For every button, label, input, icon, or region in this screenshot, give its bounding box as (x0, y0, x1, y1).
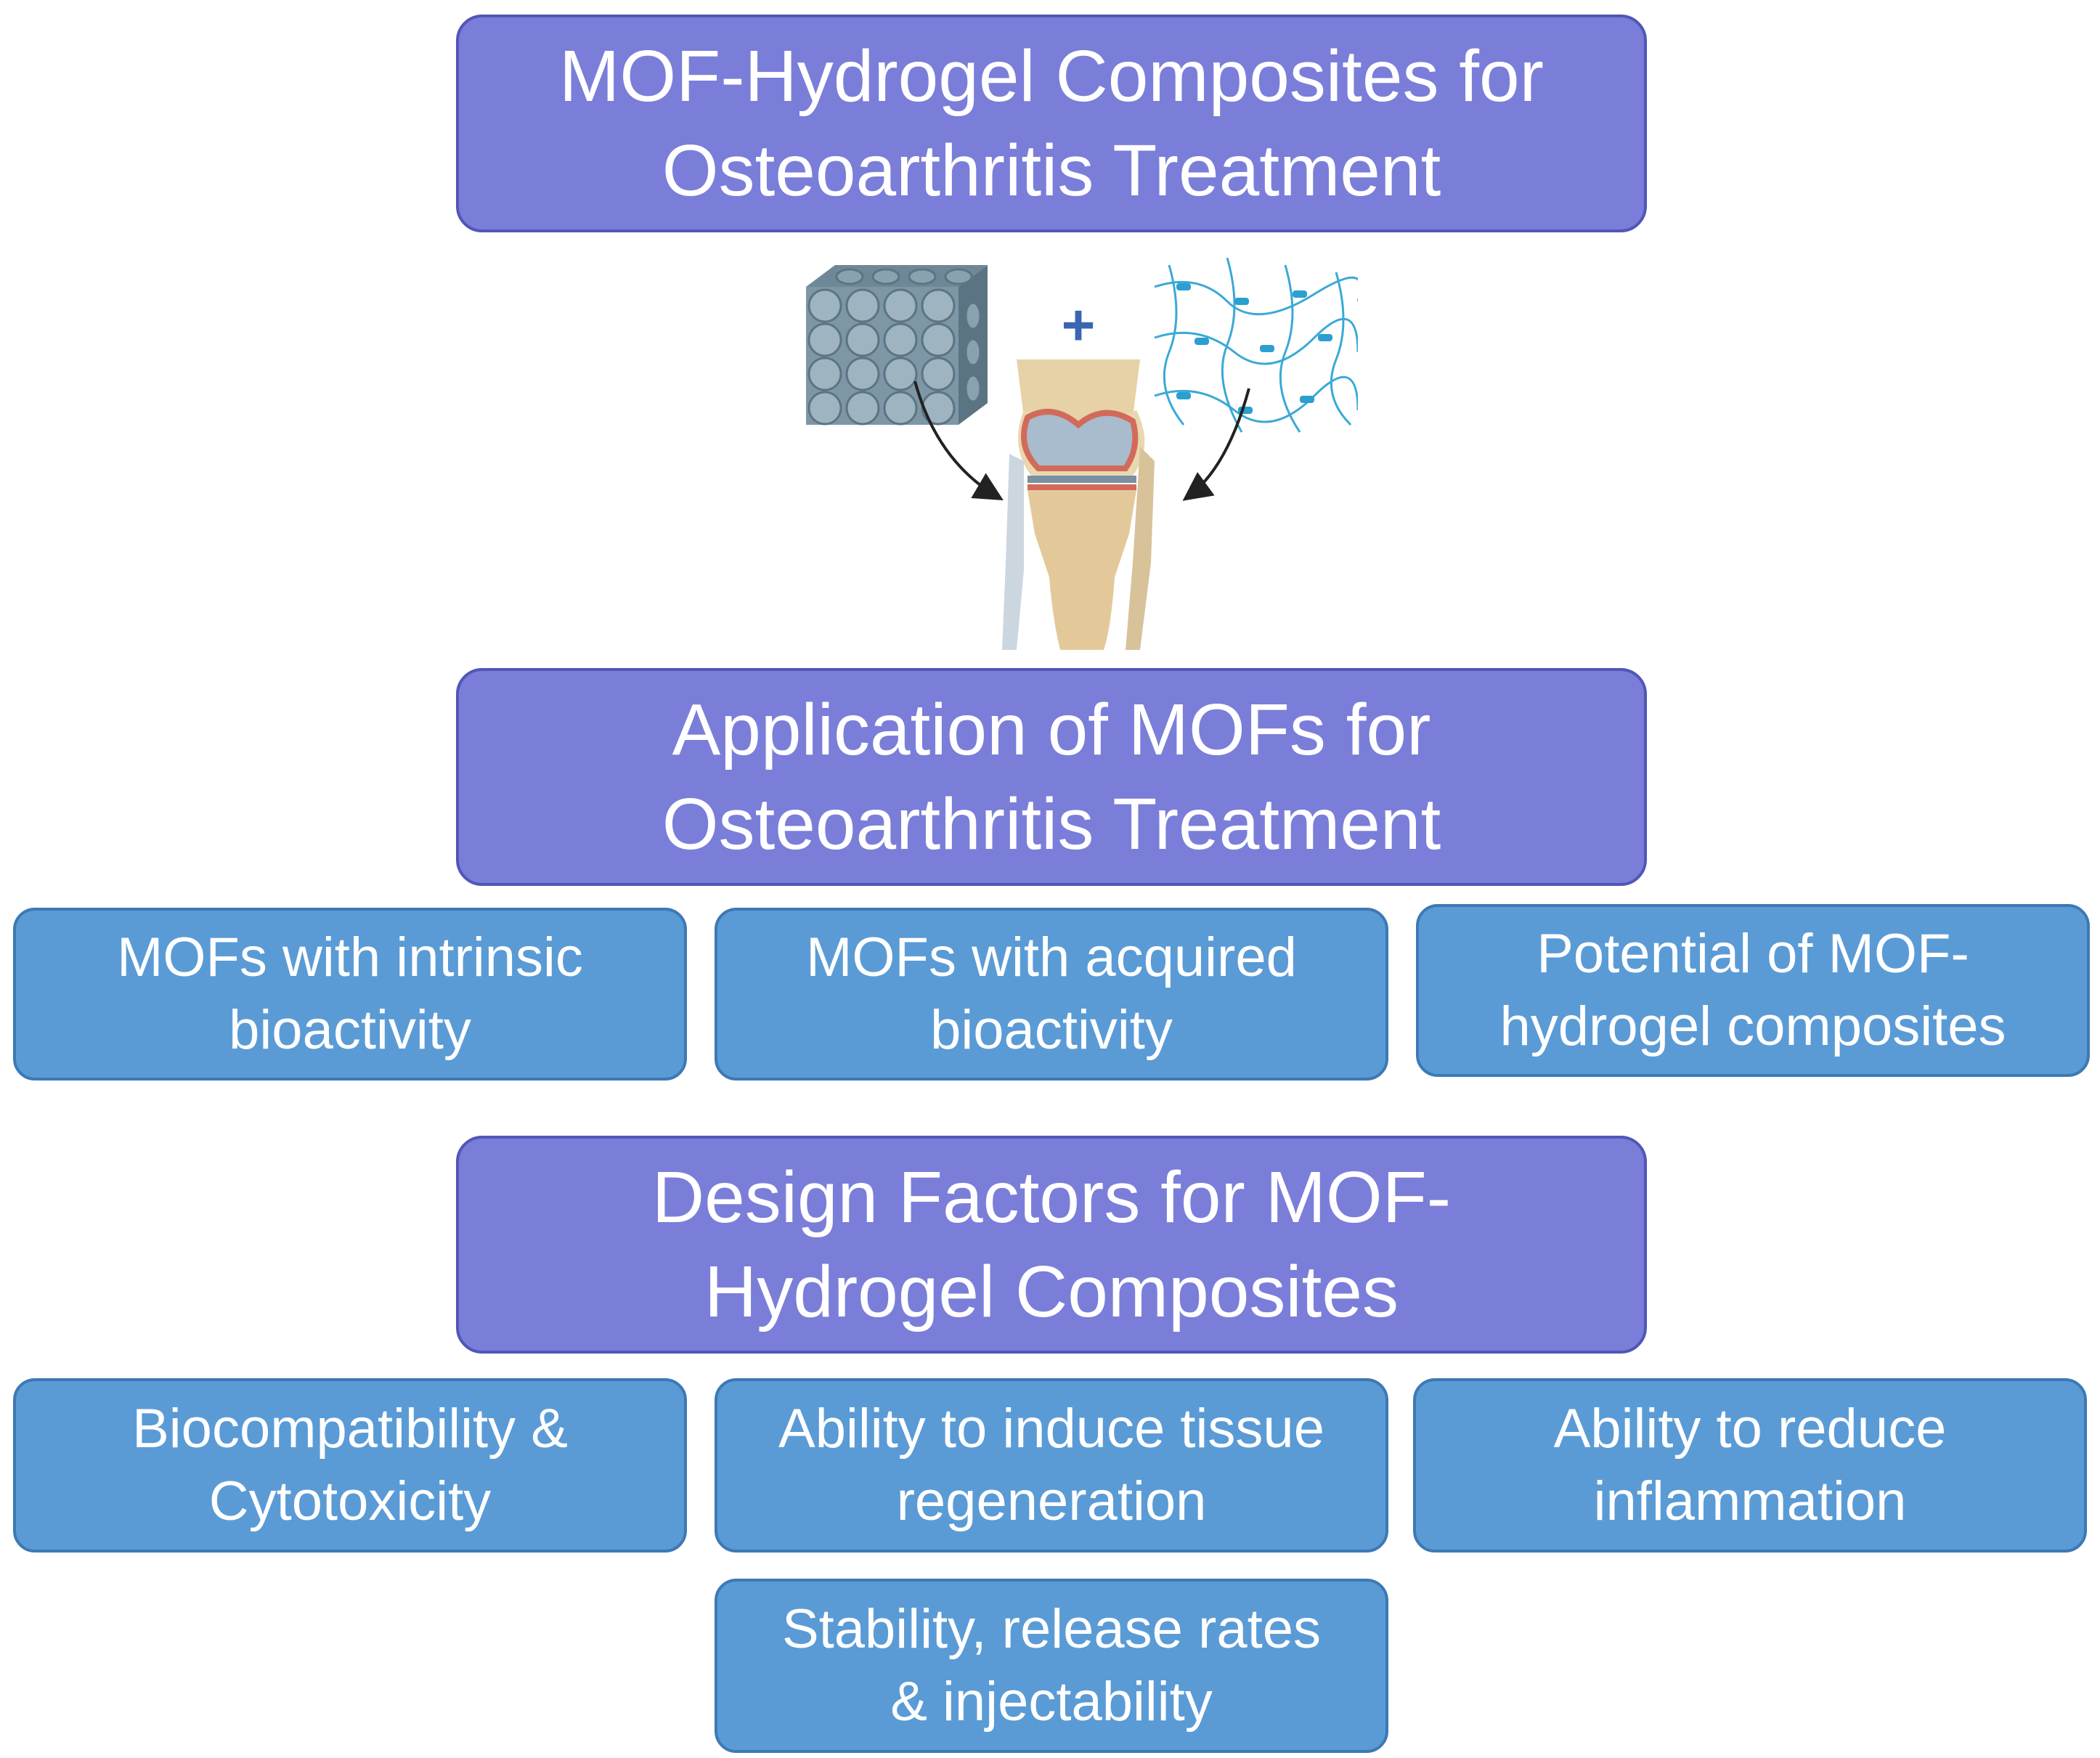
mof-crystal-cube-icon (806, 265, 988, 426)
application-item-potential: Potential of MOF- hydrogel composites (1416, 904, 2090, 1077)
arrow-right (1182, 388, 1250, 501)
illustration: + (806, 258, 1358, 650)
application-title-box: Application of MOFs for Osteoarthritis T… (456, 668, 1647, 886)
design-title-box: Design Factors for MOF- Hydrogel Composi… (456, 1136, 1647, 1354)
hydrogel-network-icon (1154, 258, 1358, 433)
plus-symbol: + (1062, 293, 1096, 357)
arrow-left (913, 381, 1004, 501)
application-item-intrinsic: MOFs with intrinsic bioactivity (13, 908, 687, 1081)
knee-joint-icon (1002, 359, 1155, 650)
design-item-biocompatibility: Biocompatibility & Cytotoxicity (13, 1378, 687, 1553)
design-item-inflammation: Ability to reduce inflammation (1413, 1378, 2087, 1553)
main-title-box: MOF-Hydrogel Composites for Osteoarthrit… (456, 15, 1647, 232)
design-item-tissue-regeneration: Ability to induce tissue regeneration (715, 1378, 1388, 1553)
design-item-stability: Stability, release rates & injectability (715, 1579, 1388, 1753)
application-item-acquired: MOFs with acquired bioactivity (715, 908, 1388, 1081)
